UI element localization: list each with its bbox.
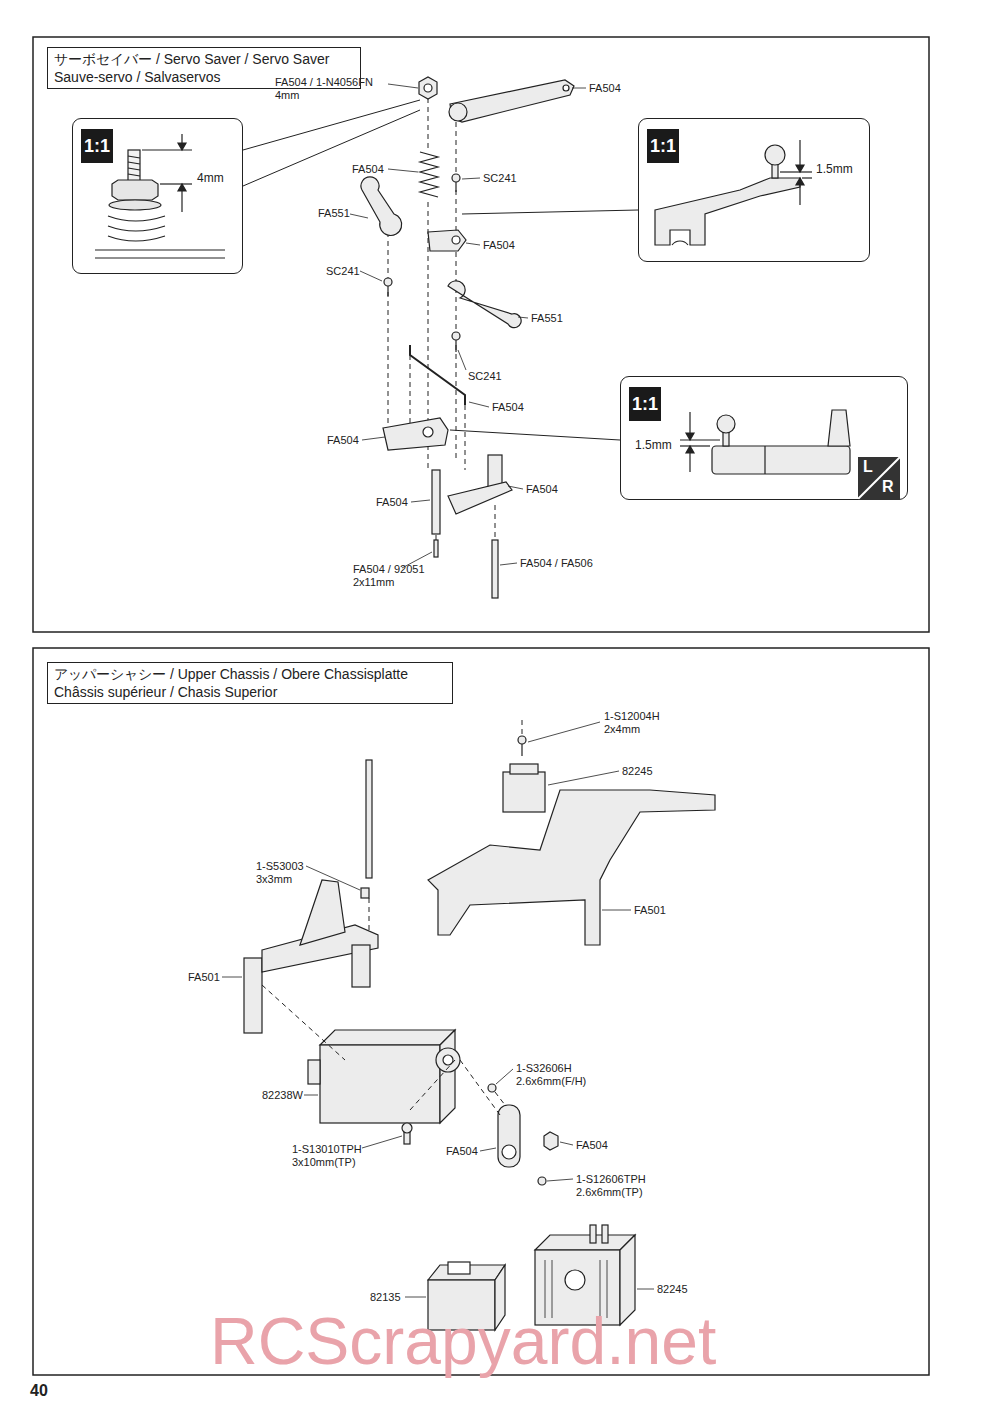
part-callout: FA504	[376, 496, 408, 509]
chassis-parts	[244, 736, 715, 1330]
section-title: アッパーシャシー / Upper Chassis / Obere Chassis…	[47, 662, 453, 704]
page-number: 40	[30, 1382, 48, 1400]
part-callout: 1-S12606TPH 2.6x6mm(TP)	[576, 1173, 661, 1199]
part-callout: 1-S32606H 2.6x6mm(F/H)	[516, 1062, 606, 1088]
part-callout: SC241	[326, 265, 360, 278]
part-callout: FA504 / 1-N4056FN 4mm	[275, 76, 383, 102]
watermark: RCScrapyard.net	[210, 1303, 716, 1379]
icon-text: 1:1	[650, 136, 676, 157]
part-callout: 82245	[657, 1283, 688, 1296]
part-callout: 1-S12004H 2x4mm	[604, 710, 664, 736]
scale-icon: 1:1	[629, 387, 661, 421]
part-callout: FA504	[492, 401, 524, 414]
section-heading: アッパーシャシー / Upper Chassis / Obere Chassis…	[54, 665, 446, 701]
part-callout: FA504	[446, 1145, 478, 1158]
icon-text: L	[863, 458, 873, 476]
icon-text: R	[882, 478, 894, 496]
servo-saver-parts	[361, 77, 574, 598]
part-callout: SC241	[483, 172, 517, 185]
assembly-axis	[262, 720, 522, 1115]
part-callout: FA504	[352, 163, 384, 176]
part-callout: FA504 / 92051 2x11mm	[353, 563, 433, 589]
part-callout: FA504	[576, 1139, 608, 1152]
divider-line	[858, 457, 900, 499]
panel-frame	[33, 37, 929, 632]
part-callout: FA551	[318, 207, 350, 220]
nut-detail	[95, 134, 225, 258]
part-callout: 1-S53003 3x3mm	[256, 860, 308, 886]
part-callout: SC241	[468, 370, 502, 383]
dimension-label: 1.5mm	[635, 438, 672, 452]
detail-box: 1.5mm 1:1	[638, 118, 870, 262]
part-callout: FA504	[483, 239, 515, 252]
scale-icon: 1:1	[647, 129, 679, 163]
part-callout: FA501	[188, 971, 220, 984]
icon-text: 1:1	[84, 136, 110, 157]
scale-icon: 1:1	[81, 129, 113, 163]
part-callout: 82238W	[262, 1089, 303, 1102]
part-callout: FA504 / FA506	[520, 557, 593, 570]
detail-box: 4mm 1:1	[72, 118, 243, 274]
panel-frame	[33, 648, 929, 1375]
icon-text: 1:1	[632, 394, 658, 415]
assembly-axis	[388, 98, 495, 540]
dimension-label: 1.5mm	[816, 162, 853, 176]
detail-box: 1.5mm 1:1LR	[620, 376, 908, 500]
part-callout: 1-S13010TPH 3x10mm(TP)	[292, 1143, 372, 1169]
part-callout: FA504	[589, 82, 621, 95]
arm-ball-detail	[680, 410, 850, 474]
detail-leader	[243, 100, 638, 440]
part-callout: 82245	[622, 765, 653, 778]
part-callout: 82135	[370, 1291, 401, 1304]
part-callout: FA501	[634, 904, 666, 917]
part-callout: FA504	[526, 483, 558, 496]
part-callout: FA504	[327, 434, 359, 447]
part-callout: FA551	[531, 312, 563, 325]
dimension-label: 4mm	[197, 171, 224, 185]
left-right-icon: LR	[858, 457, 900, 500]
